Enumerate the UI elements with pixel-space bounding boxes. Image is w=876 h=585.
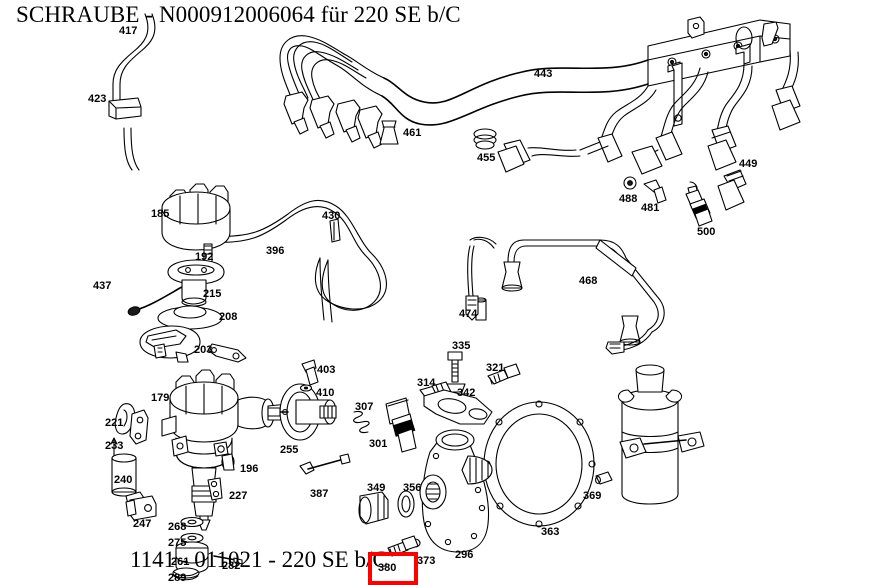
callout-192: 192: [195, 251, 214, 263]
callout-179: 179: [151, 392, 170, 404]
catalog-footer: 1141 - 011021 - 220 SE b/C: [130, 547, 388, 572]
callout-335: 335: [452, 340, 471, 352]
callout-481: 481: [641, 202, 660, 214]
callout-282: 282: [222, 560, 241, 572]
callout-233: 233: [105, 440, 124, 452]
callout-373: 373: [417, 555, 436, 567]
callout-301: 301: [369, 438, 388, 450]
callout-196: 196: [240, 463, 259, 475]
callout-314: 314: [417, 377, 436, 389]
callout-423: 423: [88, 93, 107, 105]
callout-369: 369: [583, 490, 602, 502]
callout-215: 215: [203, 288, 222, 300]
callout-342: 342: [457, 387, 476, 399]
callout-203: 203: [194, 344, 213, 356]
callout-488: 488: [619, 193, 638, 205]
callout-500: 500: [697, 226, 716, 238]
callout-261: 261: [171, 556, 190, 568]
callout-356: 356: [403, 482, 422, 494]
callout-455: 455: [477, 152, 496, 164]
callout-430: 430: [322, 210, 341, 222]
callout-221: 221: [105, 417, 124, 429]
callout-417: 417: [119, 25, 138, 37]
callout-363: 363: [541, 526, 560, 538]
callout-227: 227: [229, 490, 248, 502]
callout-461: 461: [403, 127, 422, 139]
highlight-rectangle: [368, 552, 418, 585]
callout-208: 208: [219, 311, 238, 323]
callout-403: 403: [317, 364, 336, 376]
callout-468: 468: [579, 275, 598, 287]
callout-255: 255: [280, 444, 299, 456]
callout-321: 321: [486, 362, 505, 374]
callout-380: 380: [378, 562, 397, 574]
callout-240: 240: [114, 474, 133, 486]
catalog-title: SCHRAUBE - N000912006064 für 220 SE b/C: [16, 2, 461, 27]
callout-275: 275: [168, 537, 187, 549]
callout-410: 410: [316, 387, 335, 399]
callout-396: 396: [266, 245, 285, 257]
callout-247: 247: [133, 518, 152, 530]
callout-449: 449: [739, 158, 758, 170]
callout-185: 185: [151, 208, 170, 220]
callout-474: 474: [459, 308, 478, 320]
callout-437: 437: [93, 280, 112, 292]
callout-443: 443: [534, 68, 553, 80]
callout-289: 289: [168, 572, 187, 584]
callout-387: 387: [310, 488, 329, 500]
callout-268: 268: [168, 521, 187, 533]
callout-296: 296: [455, 549, 474, 561]
callout-349: 349: [367, 482, 386, 494]
callout-307: 307: [355, 401, 374, 413]
